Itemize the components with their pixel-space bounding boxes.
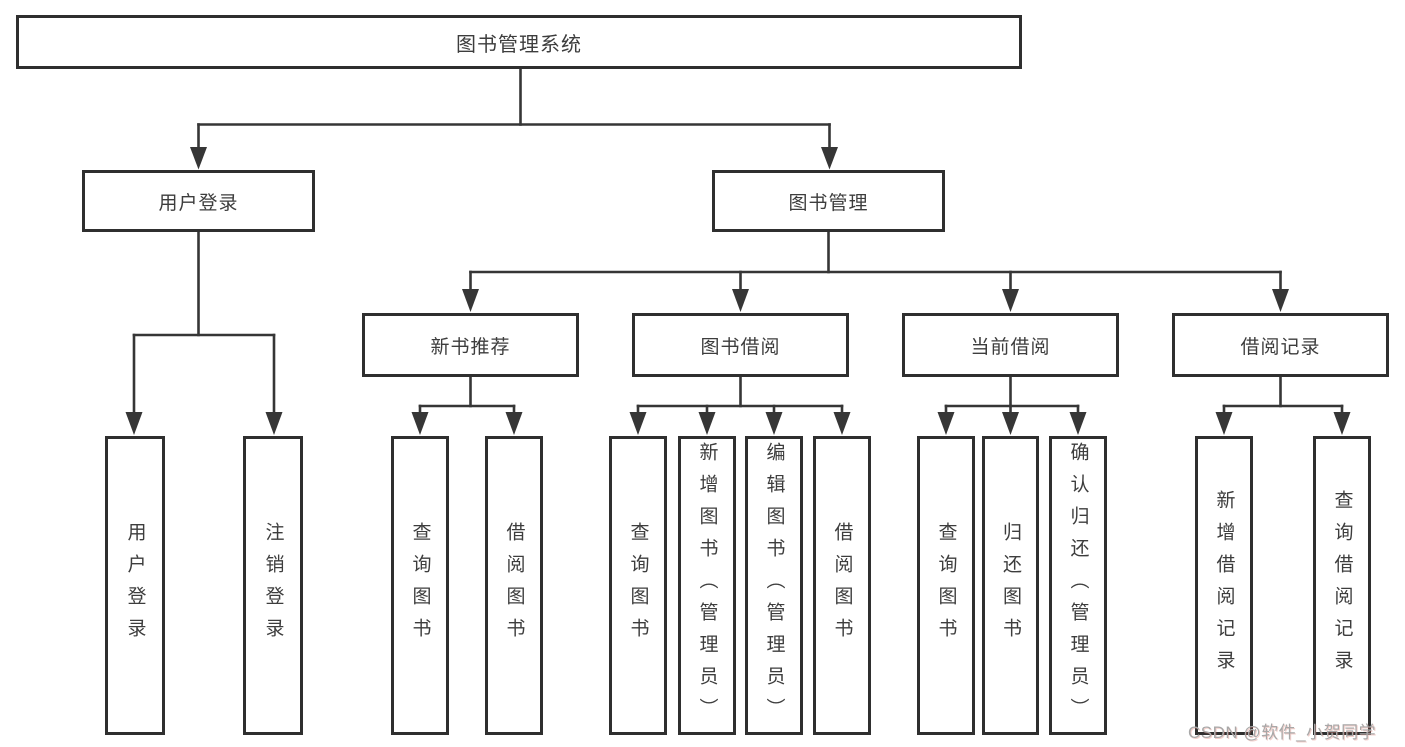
node-borrowing-records: 借阅记录 (1172, 313, 1389, 377)
leaf-query-books-borrowing: 查询图书 (609, 436, 667, 735)
leaf-query-borrowing-record: 查询借阅记录 (1313, 436, 1371, 735)
leaf-add-borrowing-record: 新增借阅记录 (1195, 436, 1253, 735)
node-library-management-system: 图书管理系统 (16, 15, 1022, 69)
leaf-query-books-current: 查询图书 (917, 436, 975, 735)
csdn-watermark: CSDN @软件_小贺同学 (1188, 723, 1377, 742)
node-current-borrowing: 当前借阅 (902, 313, 1119, 377)
node-user-login: 用户登录 (82, 170, 315, 232)
node-label: 图书借阅 (700, 336, 781, 358)
node-label: 新书推荐 (430, 336, 511, 358)
leaf-label: 借阅图书 (503, 521, 525, 650)
node-label: 当前借阅 (970, 336, 1051, 358)
leaf-label: 查询图书 (935, 521, 957, 650)
leaf-label: 用户登录 (124, 521, 146, 650)
leaf-return-books: 归还图书 (982, 436, 1039, 735)
node-book-borrowing: 图书借阅 (632, 313, 849, 377)
leaf-label: 新增图书（管理员） (696, 441, 718, 730)
node-new-book-recommendation: 新书推荐 (362, 313, 579, 377)
leaf-label: 编辑图书（管理员） (763, 441, 785, 730)
leaf-borrow-books: 借阅图书 (485, 436, 543, 735)
leaf-label: 查询图书 (627, 521, 649, 650)
node-label: 图书管理 (788, 192, 869, 214)
leaf-confirm-return-admin: 确认归还（管理员） (1049, 436, 1107, 735)
node-label: 借阅记录 (1240, 336, 1321, 358)
leaf-query-books: 查询图书 (391, 436, 449, 735)
leaf-label: 查询图书 (409, 521, 431, 650)
leaf-label: 查询借阅记录 (1331, 489, 1353, 682)
node-book-management: 图书管理 (712, 170, 945, 232)
leaf-label: 注销登录 (262, 521, 284, 650)
leaf-label: 确认归还（管理员） (1067, 441, 1089, 730)
leaf-user-login: 用户登录 (105, 436, 165, 735)
node-label: 用户登录 (158, 192, 239, 214)
leaf-edit-books-admin: 编辑图书（管理员） (745, 436, 803, 735)
node-label: 图书管理系统 (456, 33, 582, 56)
leaf-logout: 注销登录 (243, 436, 303, 735)
leaf-label: 借阅图书 (831, 521, 853, 650)
leaf-borrow-books-borrowing: 借阅图书 (813, 436, 871, 735)
leaf-add-books-admin: 新增图书（管理员） (678, 436, 736, 735)
leaf-label: 归还图书 (1000, 521, 1021, 650)
leaf-label: 新增借阅记录 (1213, 489, 1235, 682)
